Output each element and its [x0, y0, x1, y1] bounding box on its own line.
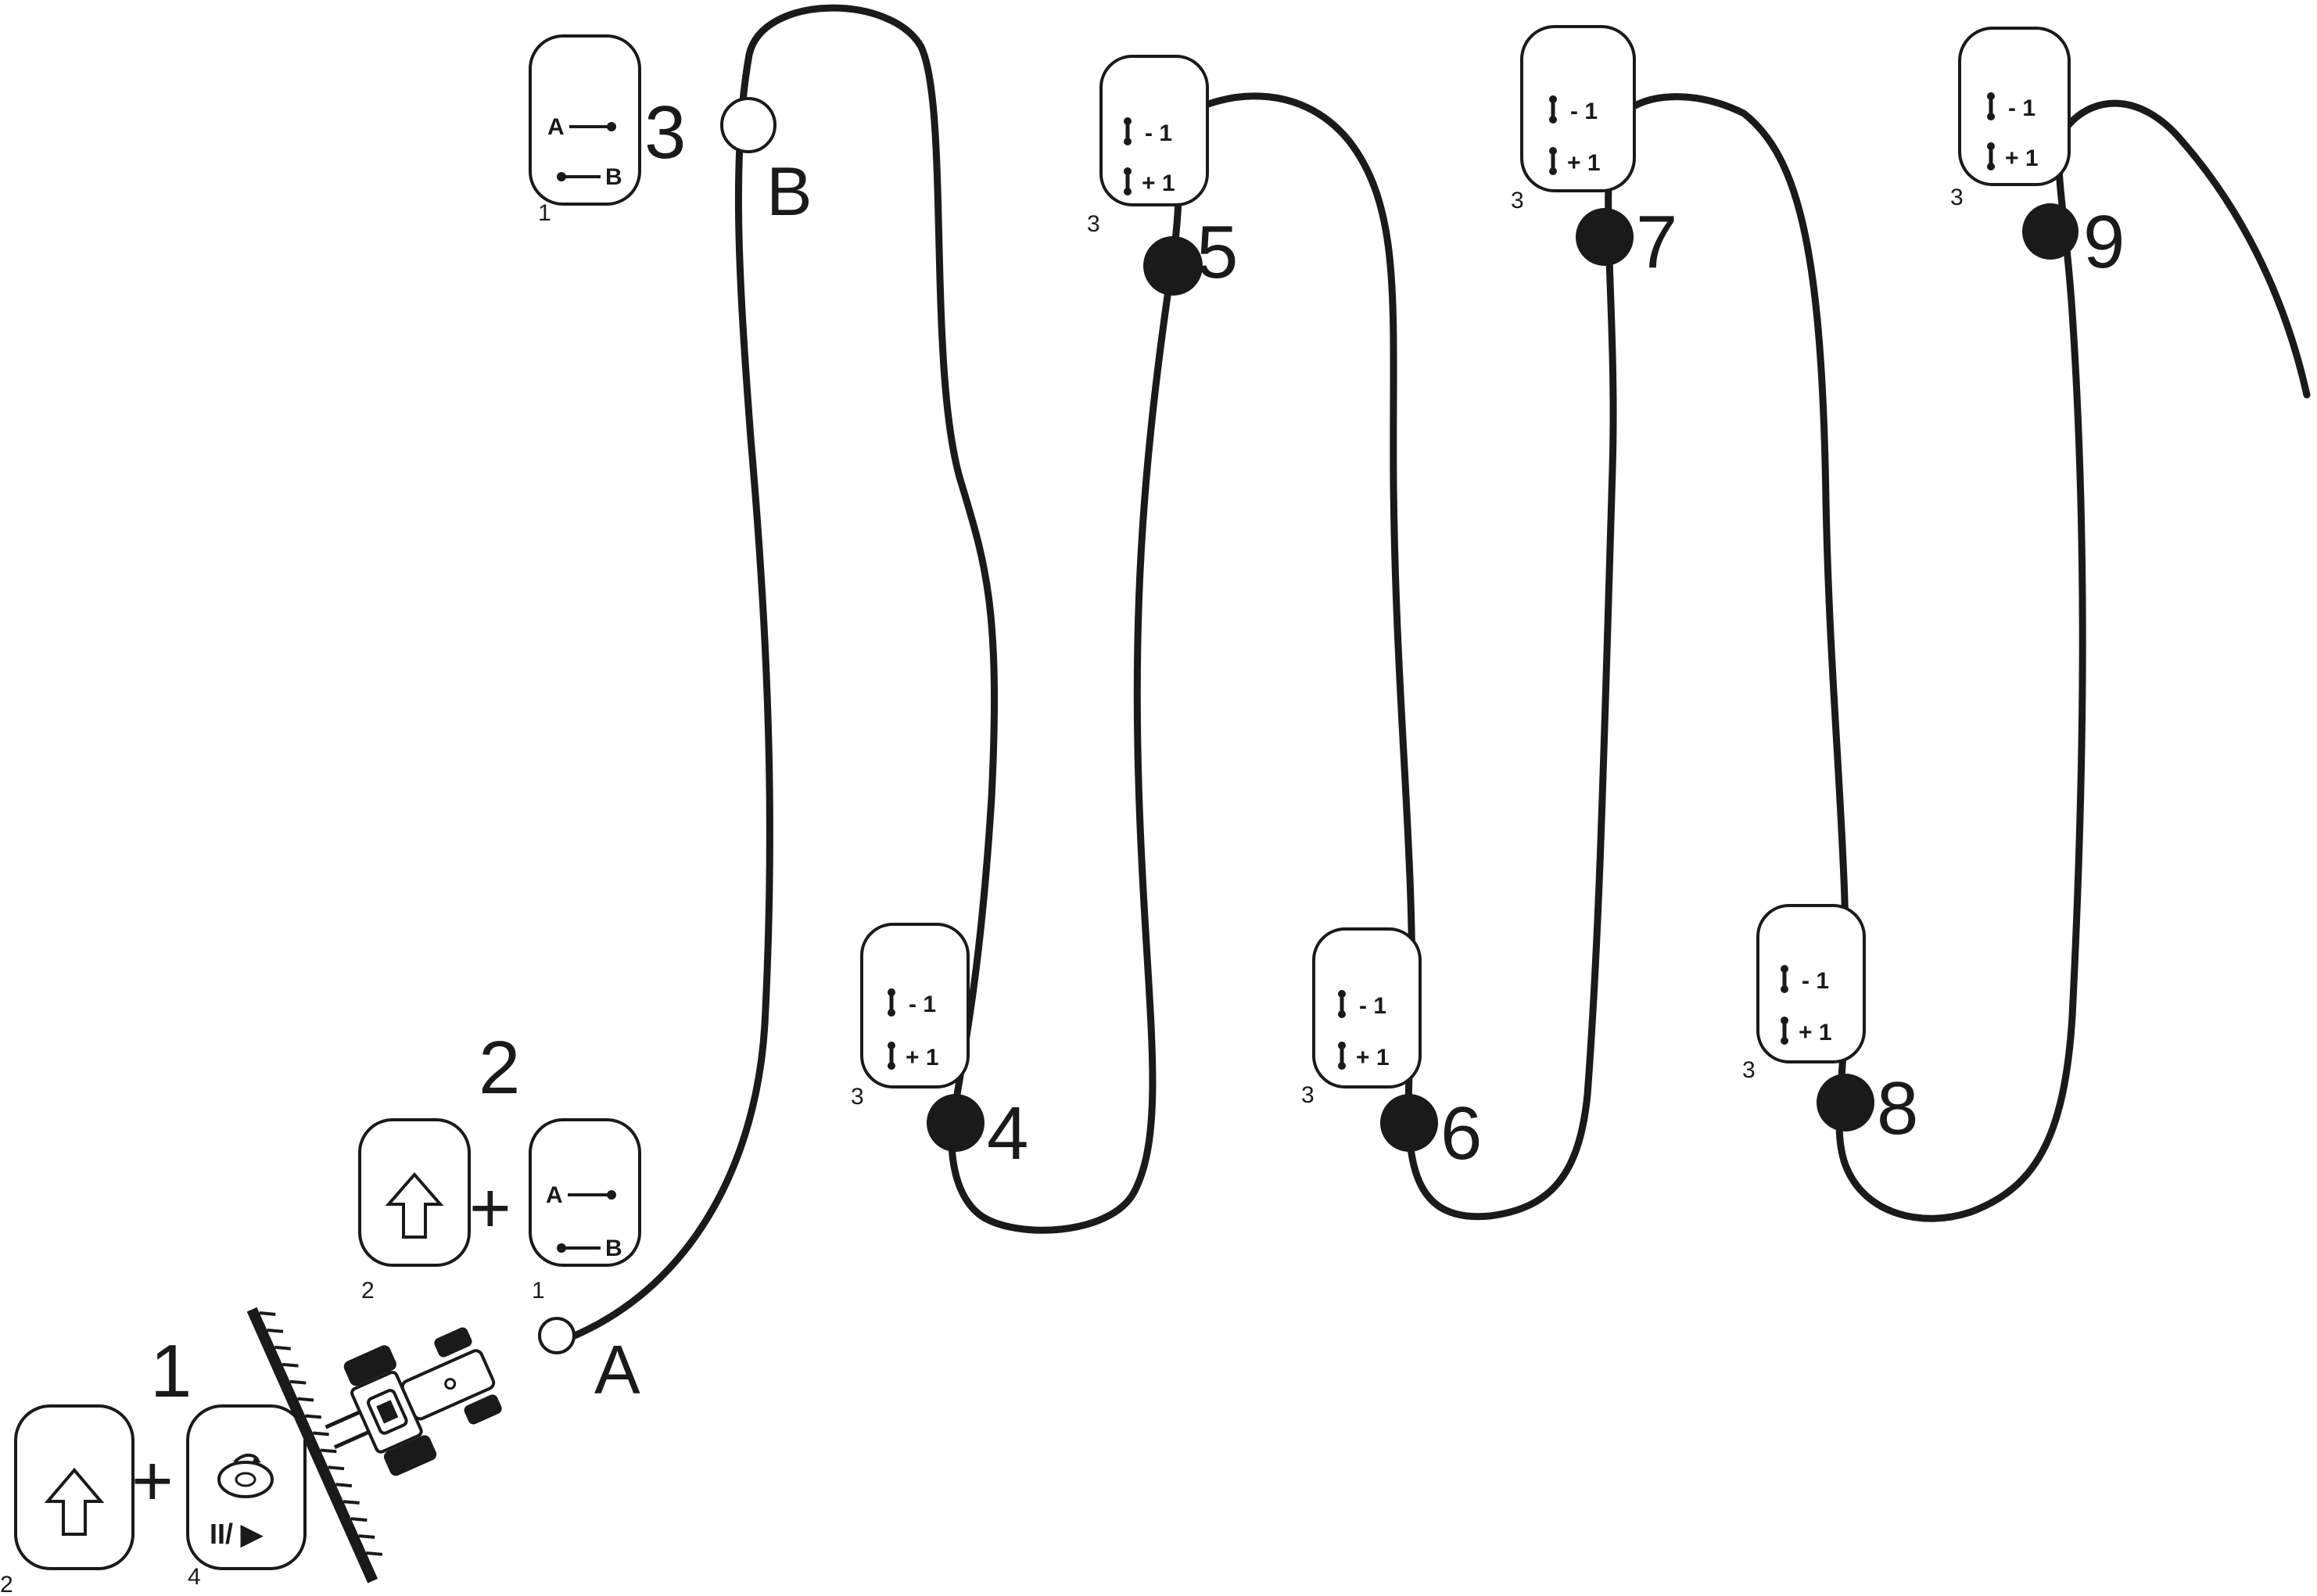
step-7-label: 7	[1636, 200, 1677, 284]
steering-wheel-icon	[217, 1454, 274, 1498]
track-shift-index: 3	[851, 1084, 864, 1110]
svg-text:- 1: - 1	[2008, 95, 2035, 121]
svg-text:A: A	[546, 1182, 563, 1208]
point-a-marker	[538, 1317, 576, 1354]
step-4-label: 4	[987, 1092, 1028, 1175]
track-shift-index: 3	[1511, 188, 1524, 213]
track-shift-icon: - 1 + 1	[1781, 965, 1832, 1045]
pause-resume-label: II/ ▶	[210, 1518, 264, 1550]
point-b-marker	[720, 97, 777, 153]
svg-text:+ 1: + 1	[1356, 1045, 1390, 1071]
point-b-label: B	[766, 152, 812, 230]
track-shift-button-step6[interactable]: - 1 + 1	[1312, 927, 1422, 1089]
track-shift-index: 3	[1087, 211, 1100, 237]
waypoint-6-dot	[1380, 1094, 1438, 1152]
waypoint-9-dot	[2022, 203, 2078, 260]
tractor-icon	[246, 1307, 502, 1583]
track-shift-button-step7[interactable]: - 1 + 1	[1520, 25, 1636, 192]
track-shift-icon: - 1 + 1	[888, 988, 939, 1071]
ab-line-button-step3[interactable]: A B	[529, 34, 641, 206]
svg-text:- 1: - 1	[909, 992, 936, 1017]
svg-text:+ 1: + 1	[906, 1045, 939, 1071]
track-shift-button-step9[interactable]: - 1 + 1	[1958, 27, 2071, 186]
shift-button-index: 2	[361, 1278, 375, 1304]
ab-line-icon: A B	[546, 1182, 622, 1261]
step-8-label: 8	[1877, 1067, 1918, 1150]
track-shift-button-step5[interactable]: - 1 + 1	[1099, 55, 1209, 206]
plus-operator: +	[469, 1168, 511, 1248]
waypoint-4-dot	[927, 1094, 985, 1152]
shift-arrow-icon	[44, 1467, 105, 1536]
svg-text:B: B	[605, 164, 622, 190]
svg-text:- 1: - 1	[1359, 993, 1386, 1019]
svg-text:B: B	[605, 1236, 622, 1261]
shift-button-step1[interactable]	[14, 1404, 135, 1570]
step-1-label: 1	[150, 1329, 192, 1413]
track-shift-button-step4[interactable]: - 1 + 1	[860, 923, 970, 1089]
step-3-label: 3	[644, 91, 686, 174]
svg-text:- 1: - 1	[1802, 968, 1829, 994]
pause-resume-index: 4	[188, 1564, 201, 1590]
svg-text:+ 1: + 1	[1567, 150, 1601, 176]
ab-line-icon: A B	[547, 114, 622, 190]
shift-button-step2[interactable]	[358, 1118, 471, 1267]
driving-path	[571, 4, 2311, 1340]
plus-operator: +	[131, 1441, 174, 1521]
svg-text:+ 1: + 1	[2005, 145, 2039, 171]
svg-text:- 1: - 1	[1570, 99, 1598, 124]
svg-text:+ 1: + 1	[1799, 1020, 1832, 1045]
ab-line-button-step2[interactable]: A B	[529, 1118, 641, 1267]
track-shift-icon: - 1 + 1	[1338, 990, 1390, 1071]
shift-arrow-icon	[385, 1171, 444, 1239]
track-shift-index: 3	[1301, 1082, 1315, 1108]
step-5-label: 5	[1196, 210, 1238, 294]
track-shift-icon: - 1 + 1	[1549, 95, 1601, 176]
track-shift-button-step8[interactable]: - 1 + 1	[1756, 904, 1866, 1063]
step-9-label: 9	[2083, 200, 2125, 284]
waypoint-7-dot	[1576, 208, 1634, 266]
ab-line-index: 1	[538, 200, 551, 226]
ab-line-index: 1	[532, 1278, 545, 1304]
track-shift-index: 3	[1950, 185, 1964, 210]
track-shift-icon: - 1 + 1	[1987, 92, 2039, 171]
step-2-label: 2	[479, 1026, 520, 1110]
svg-text:+ 1: + 1	[1142, 170, 1175, 196]
waypoint-8-dot	[1817, 1074, 1874, 1132]
waypoint-5-dot	[1143, 236, 1203, 296]
svg-text:- 1: - 1	[1145, 120, 1172, 146]
svg-text:A: A	[547, 114, 565, 140]
step-6-label: 6	[1440, 1092, 1482, 1175]
point-a-label: A	[594, 1331, 640, 1408]
track-shift-index: 3	[1742, 1057, 1756, 1083]
track-shift-icon: - 1 + 1	[1124, 117, 1175, 196]
pause-resume-button[interactable]: II/ ▶	[186, 1404, 307, 1570]
shift-button-index: 2	[0, 1572, 13, 1596]
